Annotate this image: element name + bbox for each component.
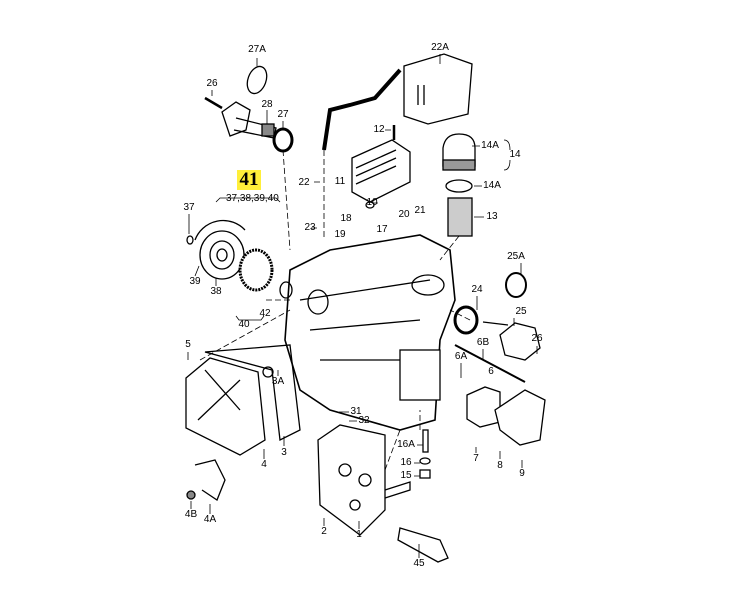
part-label-9[interactable]: 9 — [519, 468, 525, 479]
part-label-5[interactable]: 5 — [185, 339, 191, 350]
part-label-32[interactable]: 32 — [358, 415, 370, 426]
transmission-housing — [284, 234, 456, 431]
gasket-3 — [204, 344, 301, 441]
part-label-27[interactable]: 27 — [277, 109, 289, 120]
part-label-7[interactable]: 7 — [473, 453, 479, 464]
part-label-4b[interactable]: 4B — [184, 509, 198, 520]
part-label-24[interactable]: 24 — [471, 284, 483, 295]
part-label-28[interactable]: 28 — [261, 99, 273, 110]
filter-cap-14 — [442, 133, 476, 167]
part-label-22[interactable]: 22 — [298, 177, 310, 188]
part-label-4a[interactable]: 4A — [203, 514, 217, 525]
o-ring-27a — [246, 65, 268, 95]
part-label-20[interactable]: 20 — [398, 209, 410, 220]
sealant-tube-45 — [397, 527, 449, 563]
o-ring-25a — [505, 272, 527, 298]
selector-lever — [384, 481, 411, 499]
part-label-6a[interactable]: 6A — [454, 351, 468, 362]
oil-pan-4 — [185, 357, 266, 456]
part-label-14a-ring[interactable]: 14A — [483, 180, 501, 191]
part-label-14a[interactable]: 14A — [481, 140, 499, 151]
seal-24 — [453, 305, 479, 335]
group-number-41[interactable]: 41 — [237, 170, 261, 190]
bracket-4a — [194, 459, 226, 501]
part-label-31[interactable]: 31 — [350, 406, 362, 417]
housing-bore — [411, 274, 445, 296]
ring-42 — [279, 281, 293, 299]
cover-8 — [494, 389, 546, 446]
part-label-19[interactable]: 19 — [334, 229, 346, 240]
part-label-26-right[interactable]: 26 — [531, 333, 543, 344]
part-label-14[interactable]: 14 — [509, 149, 521, 160]
cover-6 — [466, 386, 501, 428]
part-label-6[interactable]: 6 — [488, 366, 494, 377]
part-label-1[interactable]: 1 — [356, 529, 362, 540]
part-label-17[interactable]: 17 — [376, 224, 388, 235]
part-label-21[interactable]: 21 — [414, 205, 426, 216]
part-label-13[interactable]: 13 — [486, 211, 498, 222]
flange-25 — [482, 321, 541, 361]
part-label-45[interactable]: 45 — [413, 558, 425, 569]
valve-body-1 — [317, 424, 386, 536]
part-label-12[interactable]: 12 — [373, 124, 385, 135]
part-label-10[interactable]: 10 — [366, 197, 378, 208]
part-label-3a[interactable]: 3A — [271, 376, 285, 387]
part-label-15[interactable]: 15 — [400, 470, 412, 481]
part-label-25a[interactable]: 25A — [507, 251, 525, 262]
part-label-39[interactable]: 39 — [189, 276, 201, 287]
part-label-2[interactable]: 2 — [321, 526, 327, 537]
part-label-4[interactable]: 4 — [261, 459, 267, 470]
group-members-label: 37,38,39,40 — [226, 193, 279, 204]
part-label-27a[interactable]: 27A — [248, 44, 266, 55]
oil-cooler-11 — [351, 139, 411, 203]
part-label-25[interactable]: 25 — [515, 306, 527, 317]
part-label-22a[interactable]: 22A — [431, 42, 449, 53]
part-label-38[interactable]: 38 — [210, 286, 222, 297]
part-label-16a[interactable]: 16A — [397, 439, 415, 450]
bolt-16a — [422, 429, 429, 453]
part-label-23[interactable]: 23 — [304, 222, 316, 233]
breather-hose — [322, 68, 402, 151]
group-bracket-41 — [215, 197, 281, 203]
snap-ring-39 — [194, 219, 246, 241]
part-label-40[interactable]: 40 — [238, 319, 250, 330]
gear-40 — [238, 248, 274, 292]
part-label-3[interactable]: 3 — [281, 447, 287, 458]
seal-27 — [272, 127, 294, 153]
stud-6b — [454, 344, 526, 383]
clutch-drum-38 — [199, 230, 245, 280]
o-ring-14a — [445, 179, 473, 193]
part-label-37[interactable]: 37 — [183, 202, 195, 213]
reservoir-22a — [403, 53, 473, 125]
part-label-18[interactable]: 18 — [340, 213, 352, 224]
part-label-8[interactable]: 8 — [497, 460, 503, 471]
part-label-6b[interactable]: 6B — [476, 337, 490, 348]
flange-shaft-28 — [204, 96, 277, 139]
part-label-11[interactable]: 11 — [334, 176, 346, 187]
oil-filter-13 — [447, 197, 473, 237]
part-label-26[interactable]: 26 — [206, 78, 218, 89]
plug-3a — [262, 366, 274, 378]
part-label-16[interactable]: 16 — [400, 457, 412, 468]
part-label-42[interactable]: 42 — [259, 308, 271, 319]
